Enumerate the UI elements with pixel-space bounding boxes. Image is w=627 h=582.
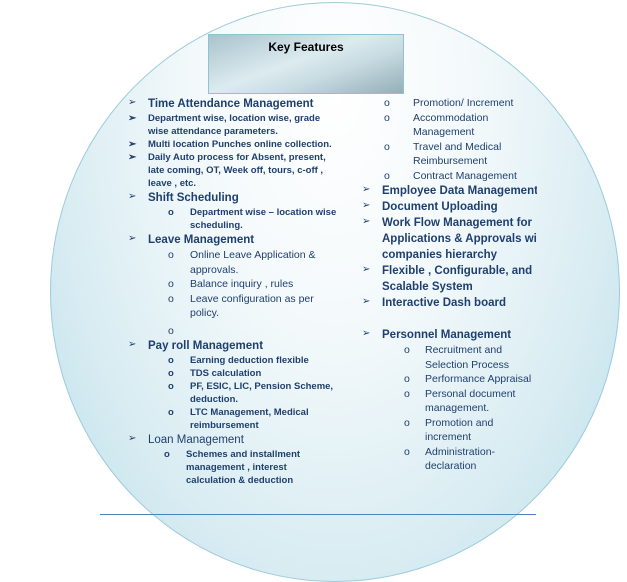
bottom-divider xyxy=(100,514,536,515)
arrow-bullet-icon: ➢ xyxy=(362,296,371,307)
section-leave-management: ➢Leave Management xyxy=(128,233,255,246)
arrow-bullet-icon: ➢ xyxy=(128,97,137,108)
circle-bullet-icon: o xyxy=(384,140,390,153)
circle-bullet-icon: o xyxy=(404,344,410,356)
arrow-bullet-icon: ➢ xyxy=(128,233,137,244)
circle-bullet-icon: o xyxy=(404,373,410,385)
list-item: ➢Department wise, location wise, grade w… xyxy=(128,113,321,137)
arrow-bullet-icon: ➢ xyxy=(128,191,137,202)
page-title: Key Features xyxy=(268,40,344,54)
section-document-uploading: ➢Document Uploading xyxy=(362,200,498,213)
circle-bullet-icon: o xyxy=(404,387,410,400)
section-workflow: ➢Work Flow Management for Applications &… xyxy=(362,216,537,261)
circle-bullet-icon: o xyxy=(384,111,390,124)
arrow-bullet-icon: ➢ xyxy=(128,433,137,444)
arrow-bullet-icon: ➢ xyxy=(362,328,371,339)
background-circle xyxy=(50,2,620,582)
section-flexible: ➢Flexible , Configurable, and Scalable S… xyxy=(362,264,533,293)
section-payroll: ➢Pay roll Management xyxy=(128,339,264,352)
arrow-bullet-icon: ➢ xyxy=(362,216,371,227)
list-item: ➢Daily Auto process for Absent, present,… xyxy=(128,152,326,189)
circle-bullet-icon: o xyxy=(168,249,174,261)
circle-bullet-icon: o xyxy=(168,381,174,392)
arrow-bullet-icon: ➢ xyxy=(128,152,137,163)
section-loan-management: ➢Loan Management xyxy=(128,433,244,446)
arrow-bullet-icon: ➢ xyxy=(128,139,137,150)
left-column: ➢Time Attendance Management ➢Department … xyxy=(128,96,343,487)
circle-bullet-icon: o xyxy=(404,416,410,429)
section-personnel: ➢Personnel Management xyxy=(362,328,512,341)
circle-bullet-icon: o xyxy=(404,445,410,458)
arrow-bullet-icon: ➢ xyxy=(362,200,371,211)
title-box: Key Features xyxy=(208,34,404,94)
circle-bullet-icon: o xyxy=(168,292,174,305)
circle-bullet-icon: o xyxy=(168,407,174,418)
list-item: ➢Multi location Punches online collectio… xyxy=(128,139,332,150)
circle-bullet-icon: o xyxy=(168,355,174,366)
circle-bullet-icon: o xyxy=(168,324,174,337)
circle-bullet-icon: o xyxy=(164,449,170,460)
circle-bullet-icon: o xyxy=(168,278,174,290)
section-time-attendance: ➢Time Attendance Management xyxy=(128,97,314,110)
circle-bullet-icon: o xyxy=(384,169,390,182)
arrow-bullet-icon: ➢ xyxy=(362,184,371,195)
section-employee-data: ➢Employee Data Management xyxy=(362,184,537,197)
arrow-bullet-icon: ➢ xyxy=(362,264,371,275)
section-dashboard: ➢Interactive Dash board xyxy=(362,296,506,309)
circle-bullet-icon: o xyxy=(168,368,174,379)
circle-bullet-icon: o xyxy=(384,97,390,109)
list-item: o xyxy=(128,324,343,339)
section-shift-scheduling: ➢Shift Scheduling xyxy=(128,191,239,204)
arrow-bullet-icon: ➢ xyxy=(128,339,137,350)
arrow-bullet-icon: ➢ xyxy=(128,113,137,124)
circle-bullet-icon: o xyxy=(168,207,174,218)
